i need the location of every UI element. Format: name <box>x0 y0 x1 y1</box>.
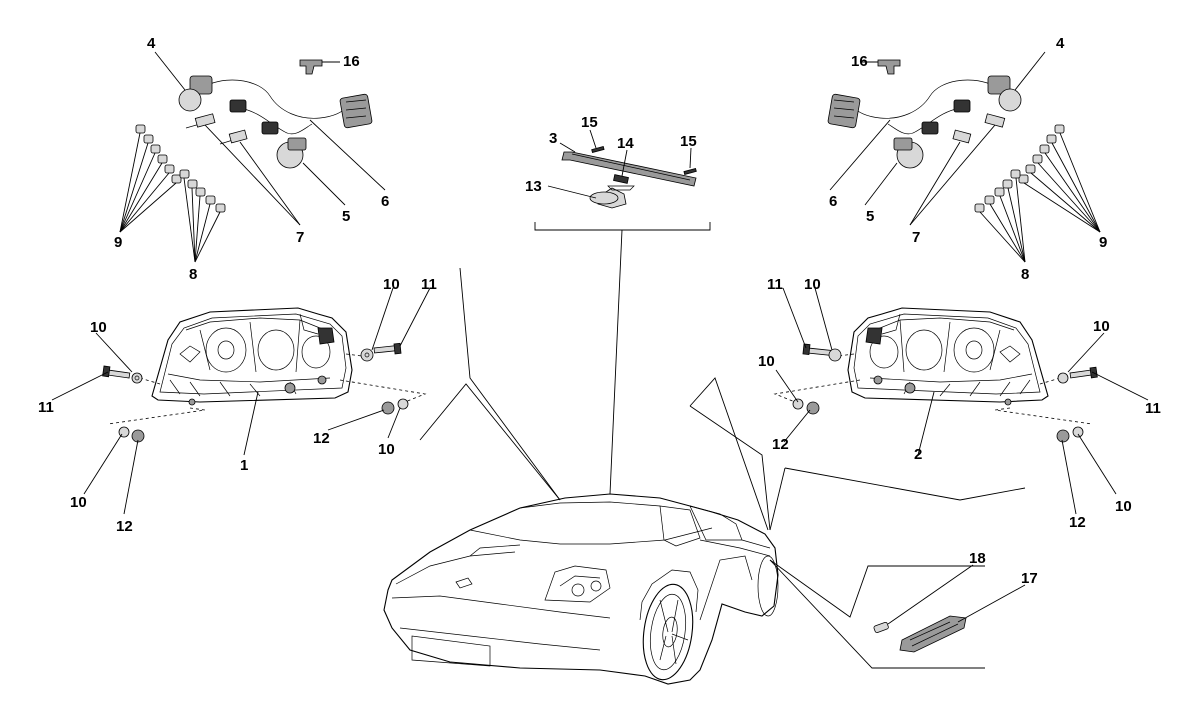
callout-7-left: 7 <box>296 229 304 246</box>
callout-1: 1 <box>240 457 248 474</box>
callout-10-e: 10 <box>804 276 821 293</box>
callout-10-f: 10 <box>758 353 775 370</box>
callout-16-right: 16 <box>851 53 868 70</box>
callout-10-c: 10 <box>378 441 395 458</box>
right-harness-group <box>827 51 1101 263</box>
callout-4-left: 4 <box>147 35 156 52</box>
bolt-left-inner <box>373 342 402 355</box>
callout-16-left: 16 <box>343 53 360 70</box>
callout-11-a: 11 <box>38 399 54 416</box>
callout-12-a: 12 <box>116 518 133 535</box>
side-marker-parts <box>873 564 1026 653</box>
callout-8-left: 8 <box>189 266 197 283</box>
callout-15-left: 15 <box>581 114 598 131</box>
callout-4-right: 4 <box>1056 35 1065 52</box>
callout-5-right: 5 <box>866 208 874 225</box>
callout-15-right: 15 <box>680 133 697 150</box>
callout-11-d: 11 <box>1145 400 1161 417</box>
bolt-left-outer <box>102 365 131 379</box>
callout-5-left: 5 <box>342 208 350 225</box>
callout-6-left: 6 <box>381 193 389 210</box>
callout-10-h: 10 <box>1115 498 1132 515</box>
small-bulbs-left <box>135 124 226 213</box>
callout-14: 14 <box>617 135 634 152</box>
callout-12-b: 12 <box>313 430 330 447</box>
callout-11-c: 11 <box>767 276 783 293</box>
callout-18: 18 <box>969 550 986 567</box>
callout-2: 2 <box>914 446 922 463</box>
tail-light-left <box>151 307 353 406</box>
callout-13: 13 <box>525 178 542 195</box>
callout-9-left: 9 <box>114 234 122 251</box>
callout-10-a: 10 <box>90 319 107 336</box>
callout-labels: 4 16 9 8 7 5 6 3 15 14 15 13 16 4 6 5 7 … <box>38 35 1161 587</box>
callout-6-right: 6 <box>829 193 837 210</box>
callout-7-right: 7 <box>912 229 920 246</box>
callout-8-right: 8 <box>1021 266 1029 283</box>
callout-11-b: 11 <box>421 276 437 293</box>
callout-9-right: 9 <box>1099 234 1107 251</box>
callout-12-c: 12 <box>772 436 789 453</box>
callout-17: 17 <box>1021 570 1038 587</box>
right-fasteners <box>773 343 1098 443</box>
callout-10-b: 10 <box>70 494 87 511</box>
center-parts <box>547 129 697 209</box>
callout-12-d: 12 <box>1069 514 1086 531</box>
car-illustration <box>383 493 779 685</box>
fastener-leaders <box>51 287 1149 515</box>
car-leader-lines <box>419 222 1026 669</box>
callout-10-g: 10 <box>1093 318 1110 335</box>
left-harness-group <box>119 51 386 263</box>
callout-3: 3 <box>549 130 557 147</box>
callout-10-d: 10 <box>383 276 400 293</box>
tail-light-right <box>847 307 1049 406</box>
